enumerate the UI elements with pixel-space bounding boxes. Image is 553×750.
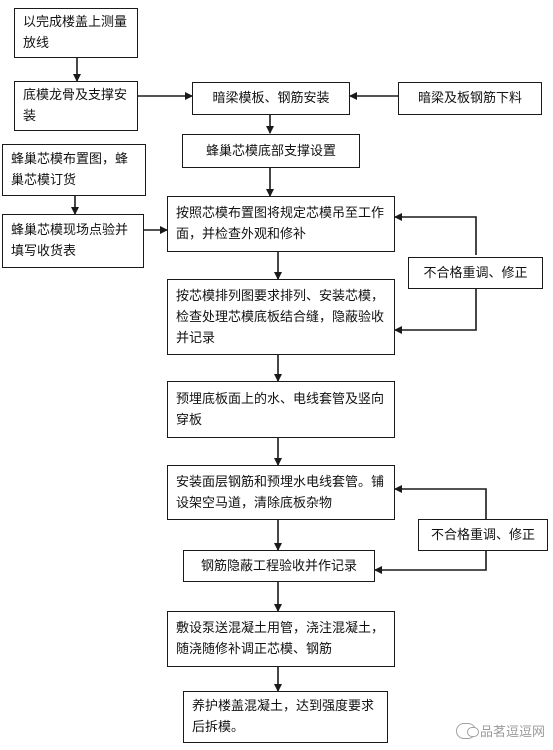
step-bottom-formwork: 底模龙骨及支撑安装 — [14, 81, 138, 131]
step-top-rebar: 安装面层钢筋和预埋水电线套管。铺设架空马道，清除底板杂物 — [167, 465, 395, 520]
step-core-lifting: 按照芯模布置图将规定芯模吊至工作面，并检查外观和修补 — [167, 196, 395, 252]
step-core-ordering: 蜂巢芯模布置图，蜂巢芯模订货 — [2, 144, 146, 196]
step-survey-layout-text: 以完成楼盖上测量放线 — [23, 15, 128, 51]
step-core-inspection-text: 蜂巢芯模现场点验并填写收货表 — [11, 223, 129, 259]
step-survey-layout: 以完成楼盖上测量放线 — [14, 8, 138, 58]
step-pour-concrete-text: 敷设泵送混凝土用管，浇注混凝土，随浇随修补调正芯模、钢筋 — [176, 621, 385, 657]
step-hidden-beam-install-text: 暗梁模板、钢筋安装 — [212, 91, 330, 106]
chat-bubble-icon — [455, 722, 479, 739]
step-core-arrangement-text: 按芯模排列图要求排列、安装芯模，检查处理芯模底板结合缝，隐蔽验收并记录 — [176, 288, 385, 346]
feedback-redo-2: 不合格重调、修正 — [418, 519, 548, 551]
step-embed-sleeves-text: 预埋底板面上的水、电线套管及竖向穿板 — [176, 391, 385, 428]
step-core-support-text: 蜂巢芯模底部支撑设置 — [205, 143, 336, 159]
feedback-loop-2-bottom — [374, 551, 487, 574]
watermark: 品茗逗逗网 — [455, 721, 545, 740]
watermark-text: 品茗逗逗网 — [479, 725, 545, 740]
step-pour-concrete: 敷设泵送混凝土用管，浇注混凝土，随浇随修补调正芯模、钢筋 — [167, 611, 395, 667]
step-rebar-cutting: 暗梁及板钢筋下料 — [398, 82, 542, 115]
step-core-support: 蜂巢芯模底部支撑设置 — [182, 134, 360, 168]
step-rebar-acceptance-text: 钢筋隐蔽工程验收并作记录 — [200, 558, 357, 574]
step-core-lifting-text: 按照芯模布置图将规定芯模吊至工作面，并检查外观和修补 — [176, 206, 385, 242]
feedback-redo-2-text: 不合格重调、修正 — [430, 527, 535, 543]
step-hidden-beam-install: 暗梁模板、钢筋安装 — [192, 82, 350, 115]
step-bottom-formwork-text: 底模龙骨及支撑安装 — [23, 88, 128, 124]
step-rebar-acceptance: 钢筋隐蔽工程验收并作记录 — [183, 550, 375, 582]
step-top-rebar-text: 安装面层钢筋和预埋水电线套管。铺设架空马道，清除底板杂物 — [176, 474, 385, 511]
step-cure-demould: 养护楼盖混凝土，达到强度要求后拆模。 — [183, 691, 388, 743]
step-cure-demould-text: 养护楼盖混凝土，达到强度要求后拆模。 — [192, 699, 375, 735]
step-rebar-cutting-text: 暗梁及板钢筋下料 — [417, 91, 522, 106]
feedback-loop-1-bottom — [394, 289, 477, 334]
step-core-arrangement: 按芯模排列图要求排列、安装芯模，检查处理芯模底板结合缝，隐蔽验收并记录 — [167, 279, 395, 355]
feedback-redo-1: 不合格重调、修正 — [408, 257, 543, 289]
step-embed-sleeves: 预埋底板面上的水、电线套管及竖向穿板 — [167, 381, 395, 438]
feedback-redo-1-text: 不合格重调、修正 — [423, 265, 528, 281]
step-core-inspection: 蜂巢芯模现场点验并填写收货表 — [2, 214, 144, 268]
step-core-ordering-text: 蜂巢芯模布置图，蜂巢芯模订货 — [11, 152, 129, 188]
feedback-loop-1-top — [394, 213, 477, 255]
feedback-loop-2-top — [394, 485, 487, 519]
